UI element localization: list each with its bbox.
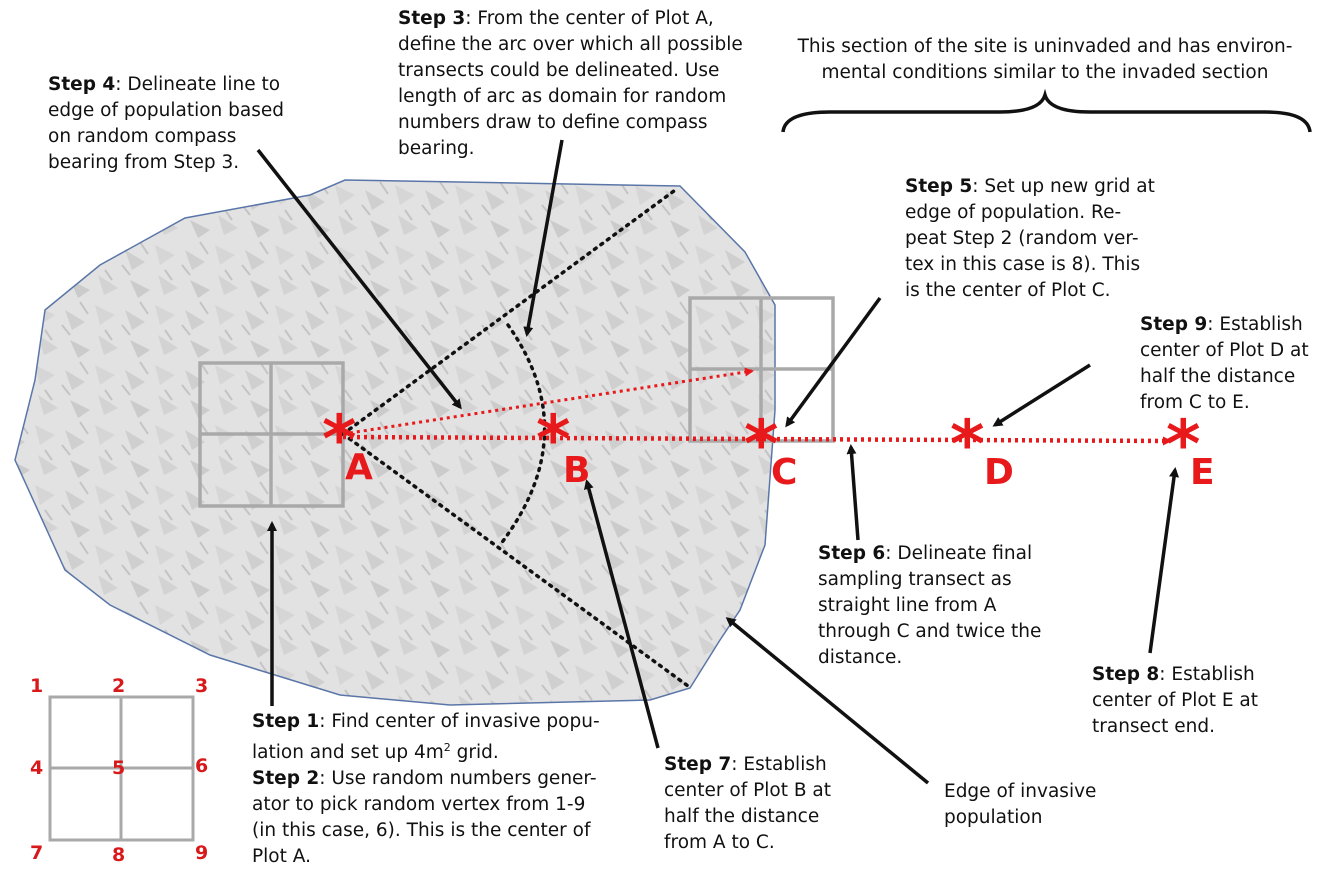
step6-line: distance. [818, 645, 1078, 671]
vertex-5: 5 [112, 758, 125, 778]
vertex-9: 9 [195, 843, 208, 863]
step2-line: ator to pick random vertex from 1-9 [252, 792, 652, 818]
step1-text: grid. [451, 742, 499, 763]
step3-line: length of arc as domain for random [398, 84, 778, 110]
step5-line: : Set up new grid at [972, 176, 1155, 197]
step7-head: Step 7 [664, 754, 731, 775]
step3-line: : From the center of Plot A, [465, 8, 713, 29]
plot-d-star: * [950, 412, 985, 478]
step6-line: through C and twice the [818, 619, 1078, 645]
step6-arrow [851, 447, 858, 540]
step3-line: transects could be delineated. Use [398, 58, 778, 84]
step1-superscript: 2 [444, 741, 451, 754]
step9-head: Step 9 [1140, 314, 1207, 335]
step9-note: Step 9: Establish center of Plot D at ha… [1140, 312, 1330, 416]
step6-line: : Delineate final [885, 543, 1032, 564]
step1-text: : Find center of invasive popu- [319, 711, 599, 732]
step8-line: transect end. [1092, 714, 1312, 740]
step6-line: straight line from A [818, 593, 1078, 619]
step8-head: Step 8 [1092, 664, 1159, 685]
step4-line: on random compass [48, 124, 348, 150]
vertex-1: 1 [30, 676, 43, 696]
uninvaded-brace [783, 95, 1310, 132]
edge-label-line: Edge of invasive [944, 779, 1164, 805]
vertex-4: 4 [30, 758, 43, 778]
step2-line: Plot A. [252, 844, 652, 870]
edge-label-line: population [944, 805, 1164, 831]
step1-step2-note: Step 1: Find center of invasive popu- la… [252, 709, 652, 870]
step9-line: from C to E. [1140, 390, 1330, 416]
vertex-8: 8 [112, 845, 125, 865]
step8-line: : Establish [1159, 664, 1254, 685]
uninvaded-note: This section of the site is uninvaded an… [770, 34, 1320, 86]
invasive-population-area [15, 180, 775, 705]
step5-line: edge of population. Re- [905, 200, 1195, 226]
edge-label: Edge of invasive population [944, 779, 1164, 831]
step5-note: Step 5: Set up new grid at edge of popul… [905, 174, 1195, 304]
step9-line: : Establish [1207, 314, 1302, 335]
plot-d-label: D [984, 455, 1014, 491]
step4-line: bearing from Step 3. [48, 150, 348, 176]
step3-line: define the arc over which all possible [398, 32, 778, 58]
step9-line: center of Plot D at [1140, 338, 1330, 364]
step8-note: Step 8: Establish center of Plot E at tr… [1092, 662, 1312, 740]
plot-e-label: E [1190, 455, 1215, 491]
vertex-7: 7 [30, 843, 43, 863]
step7-line: from A to C. [664, 830, 874, 856]
step2-head: Step 2 [252, 768, 319, 789]
step7-line: : Establish [731, 754, 826, 775]
step5-head: Step 5 [905, 176, 972, 197]
uninvaded-line: mental conditions similar to the invaded… [770, 60, 1320, 86]
vertex-3: 3 [195, 676, 208, 696]
step9-line: half the distance [1140, 364, 1330, 390]
step4-note: Step 4: Delineate line to edge of popula… [48, 72, 348, 176]
step3-note: Step 3: From the center of Plot A, defin… [398, 6, 778, 162]
step3-head: Step 3 [398, 8, 465, 29]
step8-arrow [1150, 470, 1175, 653]
step5-line: peat Step 2 (random ver- [905, 226, 1195, 252]
step7-line: center of Plot B at [664, 778, 874, 804]
step5-line: is the center of Plot C. [905, 278, 1195, 304]
step2-line: : Use random numbers gener- [319, 768, 596, 789]
plot-a-label: A [345, 450, 373, 486]
step3-line: bearing. [398, 136, 778, 162]
step1-text: lation and set up 4m [252, 742, 444, 763]
step4-head: Step 4 [48, 74, 115, 95]
step4-line: : Delineate line to [115, 74, 280, 95]
step6-note: Step 6: Delineate final sampling transec… [818, 541, 1078, 671]
step6-head: Step 6 [818, 543, 885, 564]
plot-b-label: B [563, 453, 590, 489]
step6-line: sampling transect as [818, 567, 1078, 593]
step3-line: numbers draw to define compass [398, 110, 778, 136]
step4-line: edge of population based [48, 98, 348, 124]
vertex-2: 2 [112, 676, 125, 696]
step2-line: (in this case, 6). This is the center of [252, 818, 652, 844]
step5-line: tex in this case is 8). This [905, 252, 1195, 278]
plot-c-label: C [771, 455, 797, 491]
step7-note: Step 7: Establish center of Plot B at ha… [664, 752, 874, 856]
step8-line: center of Plot E at [1092, 688, 1312, 714]
uninvaded-line: This section of the site is uninvaded an… [770, 34, 1320, 60]
vertex-6: 6 [195, 756, 208, 776]
step7-line: half the distance [664, 804, 874, 830]
step9-arrow [995, 365, 1090, 425]
step1-head: Step 1 [252, 711, 319, 732]
